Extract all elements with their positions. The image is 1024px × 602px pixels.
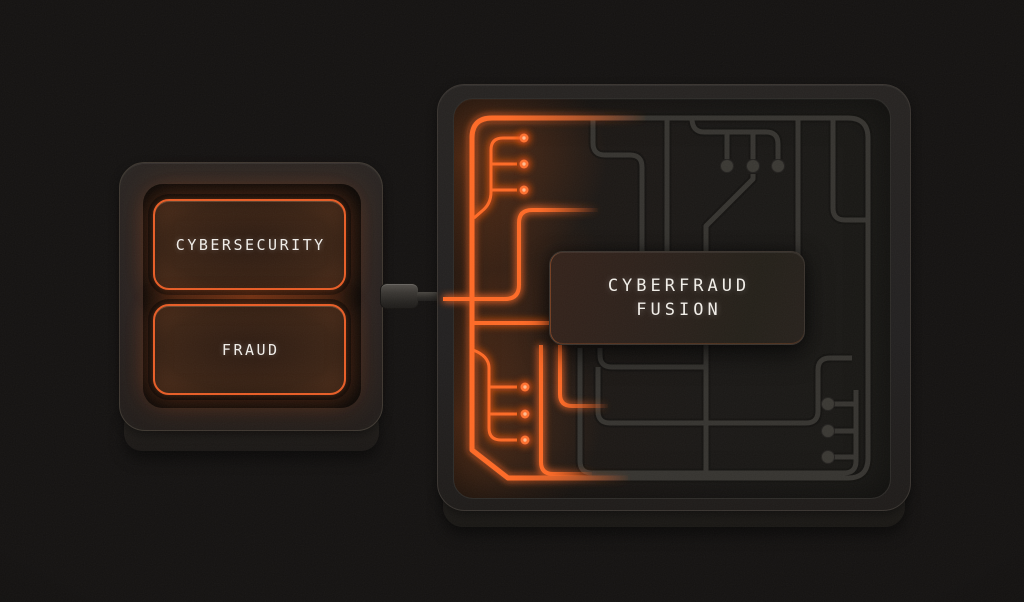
input-device-panel: CYBERSECURITY FRAUD	[119, 162, 383, 431]
fraud-button[interactable]: FRAUD	[153, 304, 346, 395]
cybersecurity-button-label: CYBERSECURITY	[175, 235, 326, 254]
cybersecurity-button[interactable]: CYBERSECURITY	[153, 199, 346, 290]
chip-label-line1: CYBERFRAUD	[607, 276, 751, 296]
chip-label-line2: FUSION	[636, 300, 722, 320]
fraud-button-label: FRAUD	[221, 340, 280, 359]
connector-plug-pin	[417, 292, 438, 301]
connector-plug-body	[380, 283, 419, 309]
cyberfraud-fusion-chip: CYBERFRAUD FUSION	[549, 251, 805, 345]
